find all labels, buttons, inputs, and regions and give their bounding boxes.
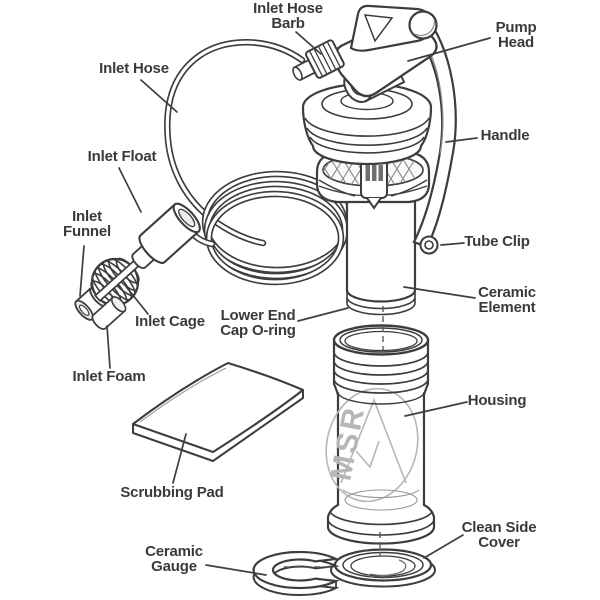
label-line: Clean Side <box>461 519 537 536</box>
label-line: Housing <box>467 392 527 409</box>
tube-clip-drawing <box>419 235 439 255</box>
centerlines <box>284 306 384 568</box>
pump-head-drawing <box>333 4 438 103</box>
label-line: Head <box>498 33 534 51</box>
label-clean-side-cover: Clean Side Cover <box>461 519 537 551</box>
inlet-hose-drawing <box>164 39 353 286</box>
leader-pump-head <box>407 37 491 62</box>
label-housing: Housing <box>467 392 527 409</box>
label-inlet-hose-barb: Inlet Hose Barb <box>253 0 323 32</box>
leader-inlet-funnel <box>79 245 85 297</box>
label-inlet-float: Inlet Float <box>87 148 157 165</box>
label-line: Cover <box>478 533 520 551</box>
label-line: Lower End <box>220 307 296 324</box>
label-line: Ceramic <box>478 284 536 301</box>
leader-inlet-cage <box>123 283 149 315</box>
inlet-hose-barb-drawing <box>292 39 345 82</box>
ceramic-element-drawing <box>345 198 417 316</box>
leader-lower-end-cap-oring <box>297 307 349 322</box>
label-tube-clip: Tube Clip <box>464 233 530 250</box>
label-line: Inlet Hose <box>99 60 169 77</box>
label-line: Inlet Cage <box>135 313 205 330</box>
leader-inlet-hose-barb <box>295 31 322 55</box>
inlet-foam-drawing <box>91 296 127 330</box>
ceramic-gauge-drawing <box>252 550 340 596</box>
label-line: Handle <box>480 127 530 144</box>
label-scrubbing-pad: Scrubbing Pad <box>120 484 224 501</box>
label-ceramic-element: Ceramic Element <box>478 284 536 316</box>
label-line: Barb <box>271 14 305 32</box>
label-inlet-funnel: Inlet Funnel <box>63 208 111 240</box>
leader-scrubbing-pad <box>172 433 187 484</box>
housing-drawing: MSR <box>324 324 436 545</box>
label-pump-head: Pump Head <box>495 19 537 51</box>
pump-base-drawing <box>301 82 433 166</box>
label-line: Inlet Float <box>87 148 157 165</box>
label-line: Inlet Foam <box>72 368 146 385</box>
leader-inlet-foam <box>106 325 111 369</box>
label-line: Tube Clip <box>464 233 530 250</box>
label-lower-end-cap-oring: Lower End Cap O-ring <box>220 307 296 339</box>
leader-inlet-hose <box>140 79 178 113</box>
label-inlet-hose: Inlet Hose <box>99 60 169 77</box>
label-line: Inlet Hose <box>253 0 323 17</box>
leader-handle <box>445 137 478 143</box>
leader-inlet-float <box>118 167 142 213</box>
label-line: Funnel <box>63 222 111 240</box>
leader-ceramic-gauge <box>205 564 267 576</box>
label-line: Inlet <box>72 208 102 225</box>
scrubbing-pad-drawing <box>131 361 305 462</box>
leader-tube-clip <box>440 242 465 246</box>
label-line: Pump <box>495 19 537 36</box>
leader-lines <box>79 31 491 576</box>
label-ceramic-gauge: Ceramic Gauge <box>145 543 203 575</box>
leader-housing <box>404 401 468 417</box>
label-line: Gauge <box>151 557 197 575</box>
label-handle: Handle <box>480 127 530 144</box>
leader-clean-side-cover <box>423 534 464 559</box>
leader-ceramic-element <box>403 286 476 299</box>
clean-side-cover-drawing <box>330 548 436 588</box>
label-line: Ceramic <box>145 543 203 560</box>
label-line: Element <box>478 298 536 316</box>
label-line: Cap O-ring <box>220 321 296 339</box>
label-inlet-foam: Inlet Foam <box>72 368 146 385</box>
label-inlet-cage: Inlet Cage <box>135 313 205 330</box>
label-line: Scrubbing Pad <box>120 484 224 501</box>
